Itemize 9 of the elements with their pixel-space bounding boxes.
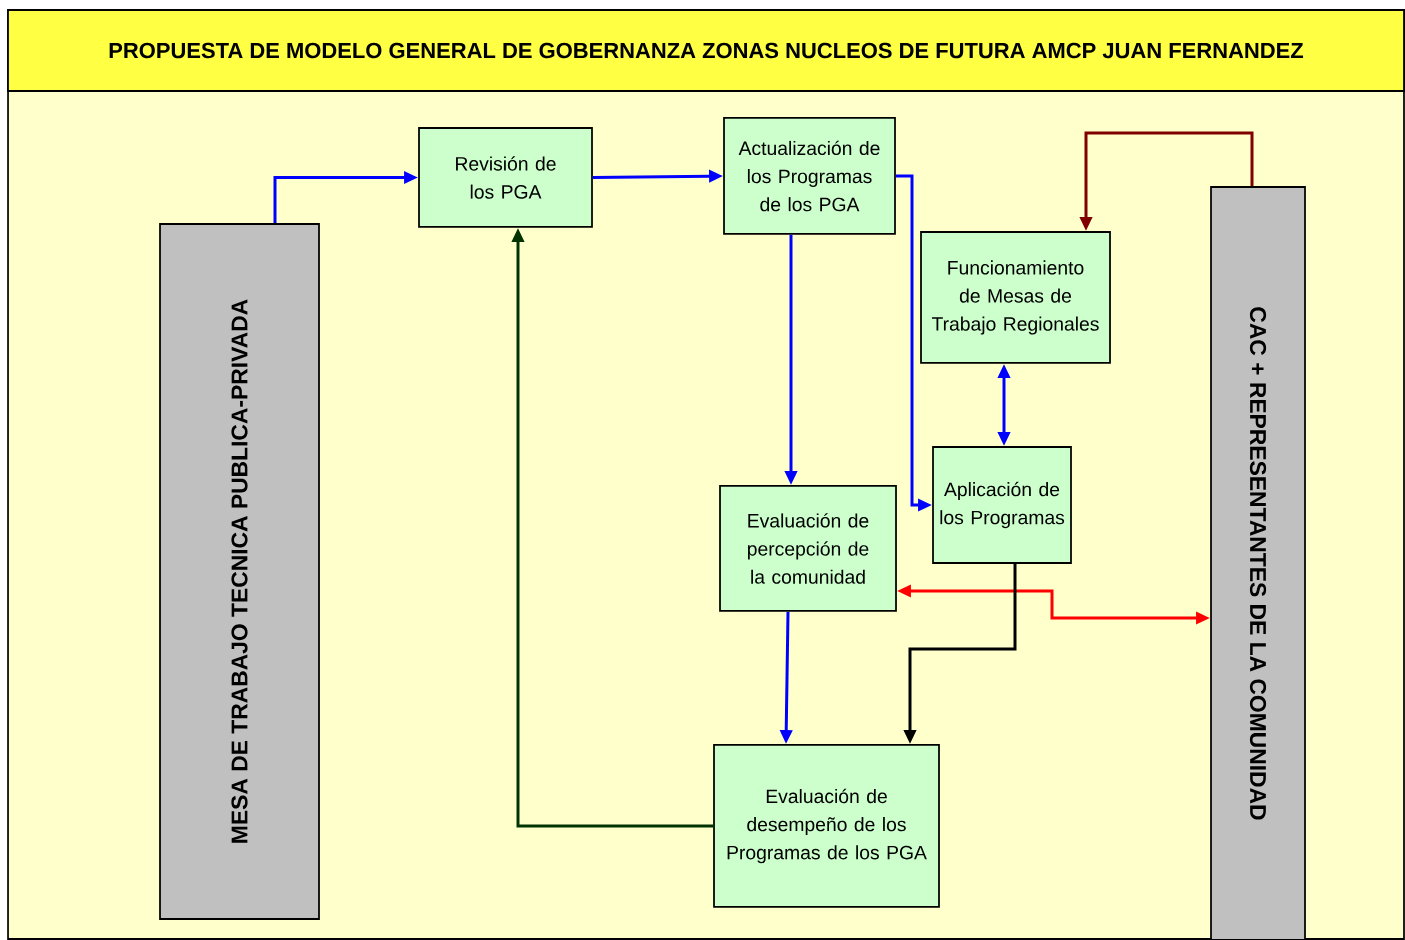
process-box: Evaluación de desempeño de los Programas de los PGA	[713, 744, 940, 908]
process-box: Actualización de los Programas de los PGA	[723, 117, 896, 235]
title-band: PROPUESTA DE MODELO GENERAL DE GOBERNANZA ZONAS NUCLEOS DE FUTURA AMCP JUAN FERNANDEZ	[7, 9, 1405, 92]
process-box: Revisión de los PGA	[418, 127, 593, 228]
side-bar: MESA DE TRABAJO TECNICA PUBLICA-PRIVADA	[159, 223, 320, 920]
process-box: Aplicación de los Programas	[932, 446, 1072, 564]
process-box: Evaluación de percepción de la comunidad	[719, 485, 897, 612]
process-box: Funcionamiento de Mesas de Trabajo Regionales	[920, 231, 1111, 364]
side-bar: CAC + REPRESENTANTES DE LA COMUNIDAD	[1210, 186, 1306, 940]
